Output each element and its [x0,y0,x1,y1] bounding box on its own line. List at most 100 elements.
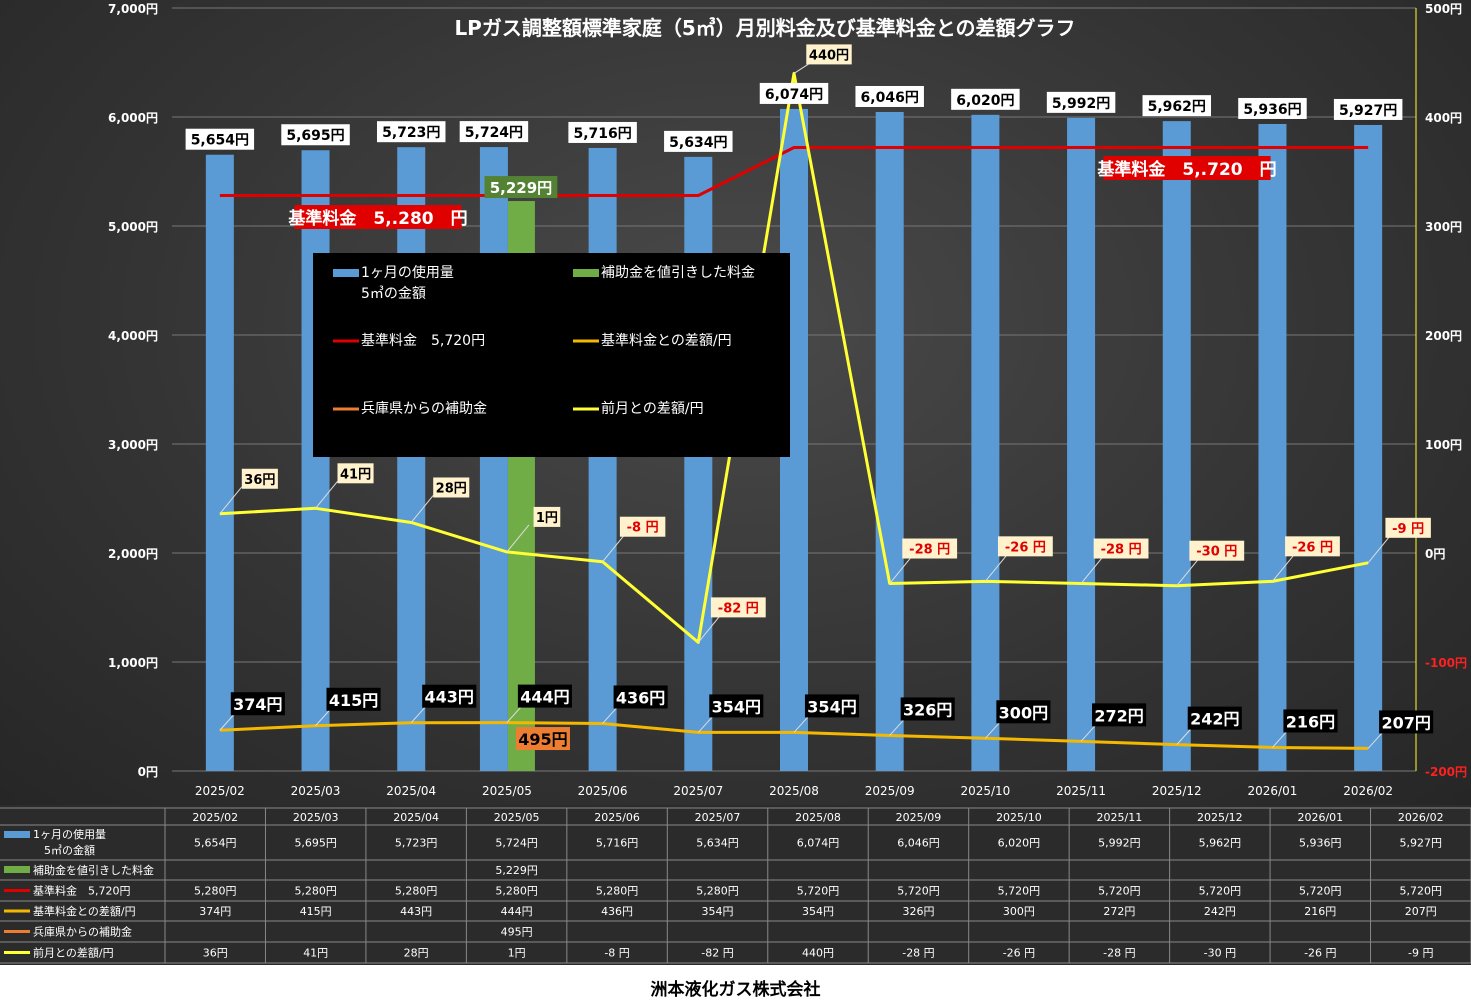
table-cell: 5,720円 [797,885,840,898]
left-tick-label: 5,000円 [108,220,158,234]
diff-base-label-box [709,694,764,718]
legend-label: 基準料金との差額/円 [601,332,732,349]
table-cell: 5,720円 [1400,885,1443,898]
table-cell: 41円 [303,947,328,960]
diff-prev-label-box [1093,538,1149,559]
bar-value-label-text: 5,992円 [1052,96,1110,112]
diff-prev-label: 1円 [533,506,561,527]
bar-value-label-text: 5,724円 [465,125,523,141]
table-cell: 354円 [702,905,734,918]
diff-prev-label: 440円 [806,44,852,65]
subsidized-value-label-text: 5,229円 [490,179,552,197]
bar-value-label: 6,074円 [759,82,829,104]
diff-prev-label-text: -30 円 [1196,545,1237,560]
bar-value-label-box [855,85,924,107]
table-cell: 436円 [601,905,633,918]
table-cell: 242円 [1204,905,1236,918]
table-row-label: 基準料金との差額/円 [33,904,136,918]
bar-value-label-box [281,124,350,146]
table-header-cell: 2025/02 [192,811,238,824]
table-cell: 444円 [501,905,533,918]
table-cell: 5,280円 [696,885,739,898]
diff-prev-label-box [902,538,958,559]
bar-value-label-box [459,121,529,143]
base-rate-annotation-box [294,205,462,229]
bar-value-label: 5,962円 [1142,95,1212,117]
table-header-cell: 2025/06 [594,811,640,824]
leader-line [410,495,434,523]
diff-prev-label: -8 円 [619,516,666,537]
right-tick-label: 300円 [1425,220,1462,234]
diff-prev-label-text: 36円 [244,473,275,488]
diff-prev-label-box [619,516,666,537]
table-header-cell: 2025/11 [1097,811,1143,824]
diff-prev-label-box [1189,540,1245,561]
subsidy-label-text: 495円 [518,730,567,749]
x-tick-label: 2025/12 [1152,784,1202,798]
leader-line [1272,554,1295,582]
bar-usage [684,156,713,772]
bar-usage [1067,117,1096,771]
bar-usage [971,114,1000,771]
line-base-rate [219,146,1369,197]
diff-base-label-text: 415円 [329,691,378,710]
diff-base-label-box [900,697,955,721]
diff-base-label-box [1283,709,1338,733]
bar-value-label-box [951,88,1020,110]
bar-value-label-text: 6,074円 [765,87,823,103]
leader-line [984,554,1008,582]
diff-base-label: 216円 [1283,709,1338,733]
diff-prev-label: -82 円 [710,597,766,618]
diff-prev-label-box [806,44,852,65]
table-header-cell: 2026/02 [1398,811,1444,824]
base-rate-annotation: 基準料金 5,.280 円 [287,205,468,229]
x-tick-label: 2026/02 [1343,784,1393,798]
diff-base-label-box [804,694,860,718]
legend-label: 5㎥の金額 [361,286,426,302]
table-cell: 5,962円 [1199,837,1242,850]
diff-prev-label: -26 円 [997,536,1053,557]
left-tick-label: 0円 [138,765,158,779]
right-tick-label: 0円 [1425,547,1445,561]
leader-line [219,486,243,515]
diff-prev-label: 28円 [433,477,470,498]
diff-base-label-box [1187,706,1242,730]
right-tick-label: 100円 [1425,438,1462,452]
x-tick-label: 2025/10 [960,784,1010,798]
bar-value-label-text: 5,716円 [573,126,631,142]
bar-value-label-text: 5,723円 [382,125,440,141]
table-row-label: 前月との差額/円 [33,946,114,960]
diff-base-label-text: 216円 [1286,712,1335,731]
leader-line [602,534,626,563]
diff-base-label-text: 207円 [1381,713,1430,732]
table-cell: 5,280円 [395,885,438,898]
table-legend-swatch [4,866,30,873]
diff-prev-label-text: -28 円 [909,543,950,558]
diff-base-label-text: 443円 [425,688,474,707]
legend-label: 補助金を値引きした料金 [601,265,755,281]
bar-usage [479,147,508,772]
table-cell: -82 円 [701,947,733,960]
diff-base-label-text: 272円 [1094,706,1143,725]
bar-value-label: 5,724円 [459,121,529,143]
table-row-label: 基準料金 5,720円 [33,884,131,898]
table-header-cell: 2025/05 [494,811,540,824]
table-header-cell: 2025/03 [293,811,339,824]
bar-value-label: 5,927円 [1333,98,1403,120]
table-cell: -8 円 [604,947,629,960]
bar-usage [397,147,426,771]
diff-prev-label-text: 28円 [436,481,467,496]
bar-value-label-box [1142,95,1212,117]
diff-prev-label-box [533,506,561,527]
bar-value-label-box [1046,91,1116,113]
legend-swatch [333,269,359,277]
x-tick-label: 2025/03 [291,784,341,798]
table-cell: 5,280円 [596,885,639,898]
subsidy-label-box [515,727,570,751]
table-cell: 5,927円 [1400,837,1443,850]
leader-line [315,480,338,509]
bar-value-label: 5,634円 [664,130,733,152]
bar-usage [301,150,330,771]
diff-prev-label-text: -26 円 [1292,540,1333,555]
